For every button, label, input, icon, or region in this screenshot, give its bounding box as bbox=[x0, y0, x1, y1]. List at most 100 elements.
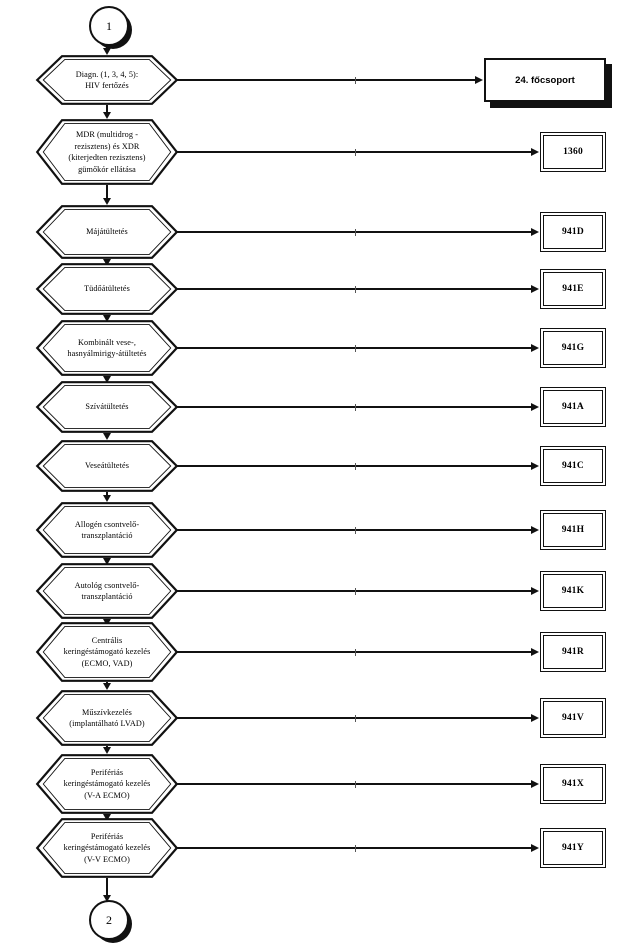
edge-arrowhead-n11 bbox=[531, 713, 539, 722]
target-code-box-941X[interactable]: 941X bbox=[540, 764, 606, 804]
node-label-line: MDR (multidrog - bbox=[75, 130, 139, 139]
edge-arrowhead-n8 bbox=[531, 525, 539, 534]
flow-n1-line bbox=[106, 105, 108, 112]
flow-n11-arrowhead bbox=[102, 747, 111, 754]
node-label-line: rezisztens) és XDR bbox=[74, 141, 140, 151]
edge-line-n5 bbox=[176, 347, 531, 349]
edge-arrowhead-n12 bbox=[531, 779, 539, 788]
flow-end-arrowhead bbox=[102, 895, 111, 902]
node-label-line: Májátültetés bbox=[86, 227, 128, 237]
edge-line-n10 bbox=[176, 651, 531, 653]
node-n8[interactable]: Allogén csontvelő-transzplantáció bbox=[35, 502, 179, 558]
edge-arrowhead-n9 bbox=[531, 586, 539, 595]
node-label-line: (implantálható LVAD) bbox=[69, 719, 145, 728]
edge-line-n13 bbox=[176, 847, 531, 849]
node-label-line: Allogén csontvelő- bbox=[74, 519, 140, 529]
edge-line-n6 bbox=[176, 406, 531, 408]
node-label: Szívátültetés bbox=[53, 401, 161, 413]
edge-line-n9 bbox=[176, 590, 531, 592]
node-n5[interactable]: Kombinált vese-, hasnyálmirigy-átültetés bbox=[35, 320, 179, 376]
target-code-box-941C[interactable]: 941C bbox=[540, 446, 606, 486]
node-label-line: hasnyálmirigy-átültetés bbox=[67, 349, 147, 358]
flow-n10-arrowhead bbox=[102, 683, 111, 690]
node-label: Veseátültetés bbox=[53, 460, 161, 472]
target-code-label: 941X bbox=[562, 779, 584, 789]
start-connector[interactable]: 1 bbox=[89, 6, 132, 49]
node-label-line: transzplantáció bbox=[81, 592, 133, 601]
target-code-box-941A[interactable]: 941A bbox=[540, 387, 606, 427]
node-label-line: Kombinált vese-, bbox=[78, 337, 136, 347]
node-label-line: (V-V ECMO) bbox=[84, 854, 130, 864]
node-label-line: Centrális bbox=[91, 635, 123, 645]
target-code-box-941V[interactable]: 941V bbox=[540, 698, 606, 738]
flow-end-line bbox=[106, 878, 108, 895]
edge-line-n8 bbox=[176, 529, 531, 531]
node-label-line: Perifériás bbox=[90, 831, 124, 841]
target-code-label: 941C bbox=[562, 461, 584, 471]
node-label-line: Perifériás bbox=[90, 767, 124, 777]
edge-marker-n9 bbox=[355, 587, 357, 595]
target-code-label: 941R bbox=[562, 647, 584, 657]
end-connector-label: 2 bbox=[89, 900, 129, 940]
flow-n7-arrowhead bbox=[102, 495, 111, 502]
node-label: Műszívkezelés(implantálható LVAD) bbox=[53, 707, 161, 730]
target-code-label: 941K bbox=[561, 586, 585, 596]
flow-n6-arrowhead bbox=[102, 433, 111, 440]
target-main-group-box[interactable]: 24. főcsoport bbox=[484, 58, 606, 102]
flow-n12-arrowhead bbox=[102, 814, 111, 821]
target-code-box-941D[interactable]: 941D bbox=[540, 212, 606, 252]
edge-marker-n4 bbox=[355, 285, 357, 293]
flow-n4-arrowhead bbox=[102, 315, 111, 322]
flow-n8-arrowhead bbox=[102, 558, 111, 565]
edge-marker-n6 bbox=[355, 403, 357, 411]
edge-line-n12 bbox=[176, 783, 531, 785]
edge-arrowhead-n6 bbox=[531, 402, 539, 411]
target-main-group-label: 24. főcsoport bbox=[515, 74, 575, 86]
node-n6[interactable]: Szívátültetés bbox=[35, 381, 179, 433]
target-code-box-941G[interactable]: 941G bbox=[540, 328, 606, 368]
end-connector[interactable]: 2 bbox=[89, 900, 132, 943]
edge-marker-n1 bbox=[355, 76, 357, 84]
node-label: Májátültetés bbox=[53, 226, 161, 238]
edge-marker-n3 bbox=[355, 228, 357, 236]
target-code-box-941K[interactable]: 941K bbox=[540, 571, 606, 611]
node-n4[interactable]: Tüdőátültetés bbox=[35, 263, 179, 315]
node-label-line: Autológ csontvelő- bbox=[74, 580, 140, 590]
flow-n5-arrowhead bbox=[102, 376, 111, 383]
node-label: MDR (multidrog -rezisztens) és XDR(kiter… bbox=[53, 129, 161, 175]
target-code-label: 941E bbox=[562, 284, 584, 294]
edge-marker-n5 bbox=[355, 344, 357, 352]
edge-arrowhead-n3 bbox=[531, 227, 539, 236]
node-label-line: Tüdőátültetés bbox=[84, 284, 130, 294]
target-code-label: 941Y bbox=[562, 843, 584, 853]
target-code-box-1360[interactable]: 1360 bbox=[540, 132, 606, 172]
target-code-label: 941D bbox=[562, 227, 584, 237]
target-code-box-941E[interactable]: 941E bbox=[540, 269, 606, 309]
edge-line-n7 bbox=[176, 465, 531, 467]
node-label-line: Diagn. (1, 3, 4, 5): bbox=[75, 69, 139, 79]
node-n7[interactable]: Veseátültetés bbox=[35, 440, 179, 492]
edge-marker-n2 bbox=[355, 148, 357, 156]
node-n2[interactable]: MDR (multidrog -rezisztens) és XDR(kiter… bbox=[35, 119, 179, 185]
node-n11[interactable]: Műszívkezelés(implantálható LVAD) bbox=[35, 690, 179, 746]
target-code-box-941H[interactable]: 941H bbox=[540, 510, 606, 550]
node-n9[interactable]: Autológ csontvelő-transzplantáció bbox=[35, 563, 179, 619]
node-label: Allogén csontvelő-transzplantáció bbox=[53, 519, 161, 542]
node-label-line: transzplantáció bbox=[81, 531, 133, 540]
edge-arrowhead-n5 bbox=[531, 343, 539, 352]
target-code-label: 1360 bbox=[563, 147, 583, 157]
node-n3[interactable]: Májátültetés bbox=[35, 205, 179, 259]
target-code-box-941Y[interactable]: 941Y bbox=[540, 828, 606, 868]
edge-line-n3 bbox=[176, 231, 531, 233]
hexagon-outline bbox=[35, 263, 179, 315]
target-code-box-941R[interactable]: 941R bbox=[540, 632, 606, 672]
node-label-line: (V-A ECMO) bbox=[84, 790, 130, 800]
edge-line-n2 bbox=[176, 151, 531, 153]
node-n1[interactable]: Diagn. (1, 3, 4, 5):HIV fertőzés bbox=[35, 55, 179, 105]
